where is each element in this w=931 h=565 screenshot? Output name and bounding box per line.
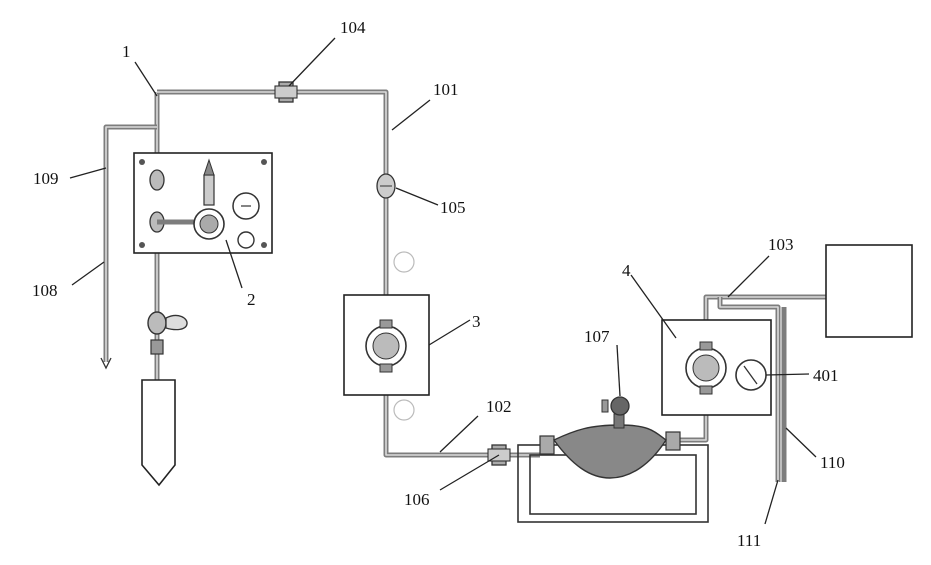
faint-mark-lower bbox=[394, 400, 414, 420]
label-3: 3 bbox=[472, 312, 481, 331]
label-2: 2 bbox=[247, 290, 256, 309]
pressure-control-box bbox=[662, 320, 771, 415]
label-110: 110 bbox=[820, 453, 845, 472]
label-105: 105 bbox=[440, 198, 466, 217]
pipe-meter-out bbox=[680, 415, 706, 440]
pipe-network bbox=[106, 92, 826, 482]
receiver-box bbox=[826, 245, 912, 337]
label-101: 101 bbox=[433, 80, 459, 99]
label-109: 109 bbox=[33, 169, 59, 188]
label-111: 111 bbox=[737, 531, 761, 550]
label-106: 106 bbox=[404, 490, 430, 509]
label-1: 1 bbox=[122, 42, 131, 61]
label-4: 4 bbox=[622, 261, 631, 280]
label-401: 401 bbox=[813, 366, 839, 385]
label-104: 104 bbox=[340, 18, 366, 37]
mass-flow-meter bbox=[540, 397, 680, 478]
valve-105 bbox=[377, 174, 395, 198]
leader-lines bbox=[70, 38, 816, 524]
label-107: 107 bbox=[584, 327, 610, 346]
label-103: 103 bbox=[768, 235, 794, 254]
regulator-panel bbox=[134, 153, 272, 253]
label-102: 102 bbox=[486, 397, 512, 416]
flow-controller-box bbox=[344, 295, 429, 395]
faint-mark-upper bbox=[394, 252, 414, 272]
cylinder-valve bbox=[148, 312, 187, 354]
pipe-102 bbox=[386, 395, 540, 455]
fitting-104 bbox=[275, 82, 297, 102]
label-108: 108 bbox=[32, 281, 58, 300]
gas-cylinder bbox=[142, 380, 175, 485]
